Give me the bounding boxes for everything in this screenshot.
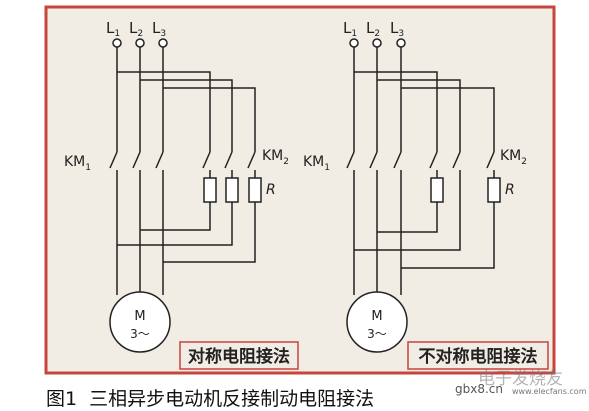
motor-m-left: M [134,309,145,324]
resistor-left-1 [203,177,217,203]
figure-number: 图1 [46,388,78,410]
km1-label-left: KM1 [64,154,91,173]
km2-label-left: KM2 [262,148,289,167]
motor-right [346,291,408,353]
line-label-l2-left: L2 [129,19,143,39]
resistor-label-right: R [505,182,515,198]
label-box-left [179,341,299,370]
line-label-l1-left: L1 [106,19,120,39]
url-watermark: www.elecfans.com [512,387,587,396]
elecfans-logo-watermark: 电子发烧友 [478,369,563,389]
resistor-label-left: R [266,182,276,198]
motor-left [109,291,171,353]
resistor-right-2 [487,177,501,203]
connection-label-left: 对称电阻接法 [188,346,290,367]
terminal-l2-right [372,38,382,48]
motor-3-right: 3～ [367,327,387,341]
figure-title: 三相异步电动机反接制动电阻接法 [89,388,375,410]
resistor-right-1 [430,177,444,203]
km2-label-right: KM2 [500,148,527,167]
site-watermark: gbx8.cn [455,382,503,396]
line-label-l3-left: L3 [152,19,166,39]
line-label-l2-right: L2 [366,19,380,39]
terminal-l2-left [135,38,145,48]
line-label-l3-right: L3 [390,19,404,39]
motor-3-left: 3～ [130,327,150,341]
label-box-right [407,341,549,370]
km1-label-right: KM1 [303,154,330,173]
figure-caption: 图1 三相异步电动机反接制动电阻接法 [46,384,374,411]
terminal-l3-right [396,38,406,48]
resistor-left-2 [225,177,239,203]
motor-m-right: M [371,309,382,324]
connection-label-right: 不对称电阻接法 [419,346,538,367]
terminal-l1-left [112,38,122,48]
left-circuit [109,38,262,353]
line-label-l1-right: L1 [343,19,357,39]
resistor-left-3 [248,177,262,203]
right-circuit [346,38,501,353]
terminal-l1-right [349,38,359,48]
terminal-l3-left [158,38,168,48]
